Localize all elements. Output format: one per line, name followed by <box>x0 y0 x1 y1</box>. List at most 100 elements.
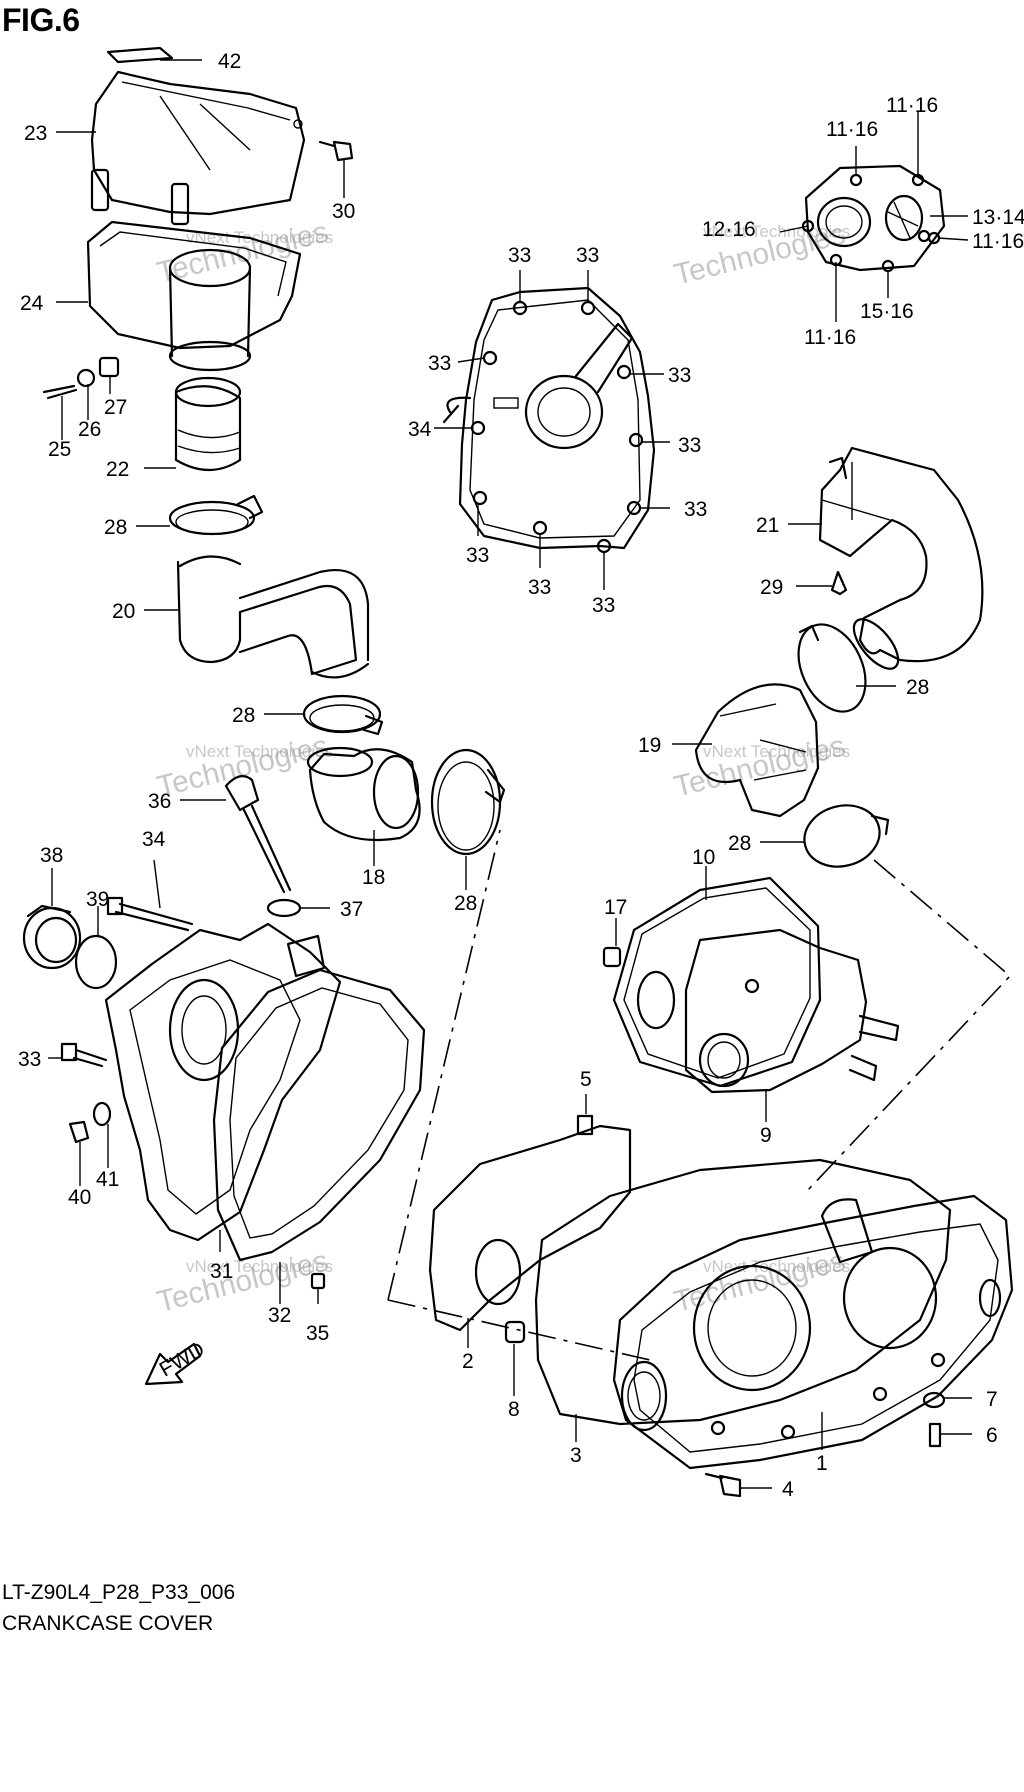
callout-5: 5 <box>580 1068 592 1091</box>
callout-34: 34 <box>408 418 432 441</box>
callout-33: 33 <box>684 498 707 521</box>
callout-15-16: 15·16 <box>860 300 914 323</box>
callout-36: 36 <box>148 790 171 813</box>
callout-1: 1 <box>816 1452 828 1475</box>
callout-37: 37 <box>340 898 363 921</box>
part-41-washer <box>92 1101 112 1127</box>
callout-35: 35 <box>306 1322 329 1345</box>
part-4-bolt <box>704 1472 742 1498</box>
callout-33: 33 <box>18 1048 41 1071</box>
part-22-intake-boot <box>174 376 242 471</box>
assembly-lines <box>387 829 1012 1361</box>
watermark-text: Technologies <box>671 729 849 803</box>
callout-17: 17 <box>604 896 627 919</box>
callout-25: 25 <box>48 438 71 461</box>
callout-33: 33 <box>508 244 531 267</box>
watermark-text: vNext Technologies <box>186 742 333 761</box>
callout-38: 38 <box>40 844 63 867</box>
callout-33: 33 <box>678 434 701 457</box>
callout-27: 27 <box>104 396 127 419</box>
part-9-housing <box>684 928 900 1094</box>
figure-title: FIG.6 <box>2 2 80 38</box>
callout-4: 4 <box>782 1478 794 1501</box>
callout-28: 28 <box>104 516 127 539</box>
part-23-intake-cover <box>90 70 306 226</box>
callout-33: 33 <box>592 594 615 617</box>
part-34-bolt <box>106 896 194 932</box>
part-19-duct-hose <box>694 683 820 818</box>
callout-30: 30 <box>332 200 355 223</box>
watermark-text: vNext Technologies <box>703 742 850 761</box>
magneto-cover <box>442 286 656 554</box>
callout-33: 33 <box>428 352 451 375</box>
callout-11-16: 11·16 <box>886 94 938 117</box>
part-28-clamp <box>430 748 506 856</box>
part-28-clamp <box>302 694 384 736</box>
watermark-text: vNext Technologies <box>186 228 333 247</box>
part-28-clamp <box>803 804 890 868</box>
part-31-crankcase-cover <box>104 922 342 1242</box>
callout-40: 40 <box>68 1186 91 1209</box>
callout-12-16: 12·16 <box>702 218 756 241</box>
callout-32: 32 <box>268 1304 291 1327</box>
callout-11-16: 11·16 <box>972 230 1024 253</box>
callout-11-16: 11·16 <box>826 118 878 141</box>
watermark-text: Technologies <box>154 1244 332 1318</box>
callout-11-16: 11·16 <box>804 326 856 349</box>
figure-name: CRANKCASE COVER <box>2 1612 214 1635</box>
callout-labels: 42 23 30 24 25 26 27 22 28 20 28 36 18 2… <box>18 50 1024 1501</box>
callout-28: 28 <box>232 704 255 727</box>
callout-20: 20 <box>112 600 135 623</box>
part-42-label-plate <box>106 46 174 64</box>
part-5-bolt <box>576 1114 594 1136</box>
part-1-clutch-cover <box>612 1194 1014 1470</box>
callout-29: 29 <box>760 576 783 599</box>
part-38-oil-seal <box>22 904 82 970</box>
callout-19: 19 <box>638 734 661 757</box>
callout-42: 42 <box>218 50 241 73</box>
callout-28: 28 <box>728 832 751 855</box>
callout-8: 8 <box>508 1398 520 1421</box>
callout-28: 28 <box>454 892 477 915</box>
part-40-drain-plug <box>68 1120 90 1144</box>
part-37-o-ring <box>266 898 302 918</box>
part-3-gasket <box>534 1158 952 1426</box>
part-6-bolt <box>928 1422 942 1448</box>
watermark-text: Technologies <box>154 729 332 803</box>
leader-lines <box>48 59 972 1489</box>
callout-10: 10 <box>692 846 715 869</box>
callout-24: 24 <box>20 292 44 315</box>
callout-39: 39 <box>86 888 109 911</box>
callout-33: 33 <box>528 576 551 599</box>
part-20-intake-pipe <box>176 555 370 679</box>
callout-13-14: 13·14 <box>972 206 1024 229</box>
part-30-screw <box>318 140 354 162</box>
forward-label: FWD <box>156 1338 209 1382</box>
watermark-text: vNext Technologies <box>186 1257 333 1276</box>
part-28-clamp <box>797 623 867 713</box>
part-18-connector-hose <box>306 746 421 842</box>
part-25-26-27-fasteners <box>42 356 120 400</box>
callout-21: 21 <box>756 514 779 537</box>
callout-41: 41 <box>96 1168 119 1191</box>
callout-28: 28 <box>906 676 929 699</box>
callout-22: 22 <box>106 458 129 481</box>
callout-33: 33 <box>466 544 489 567</box>
part-21-cooling-duct <box>818 446 984 670</box>
callout-34: 34 <box>142 828 166 851</box>
part-2-gasket <box>428 1124 632 1332</box>
watermark: vNext Technologies Technologies vNext Te… <box>154 215 850 1318</box>
callout-31: 31 <box>210 1260 233 1283</box>
callout-26: 26 <box>78 418 101 441</box>
part-7-washer <box>922 1391 946 1409</box>
callout-3: 3 <box>570 1444 582 1467</box>
part-8-dowel <box>504 1320 526 1344</box>
part-29-rivet <box>830 570 848 596</box>
callout-33: 33 <box>576 244 599 267</box>
callout-7: 7 <box>986 1388 998 1411</box>
part-17-dowel <box>602 946 622 968</box>
forward-arrow-icon: FWD <box>144 1338 209 1386</box>
part-39-o-ring <box>74 934 118 990</box>
part-24-intake-case <box>86 220 302 372</box>
